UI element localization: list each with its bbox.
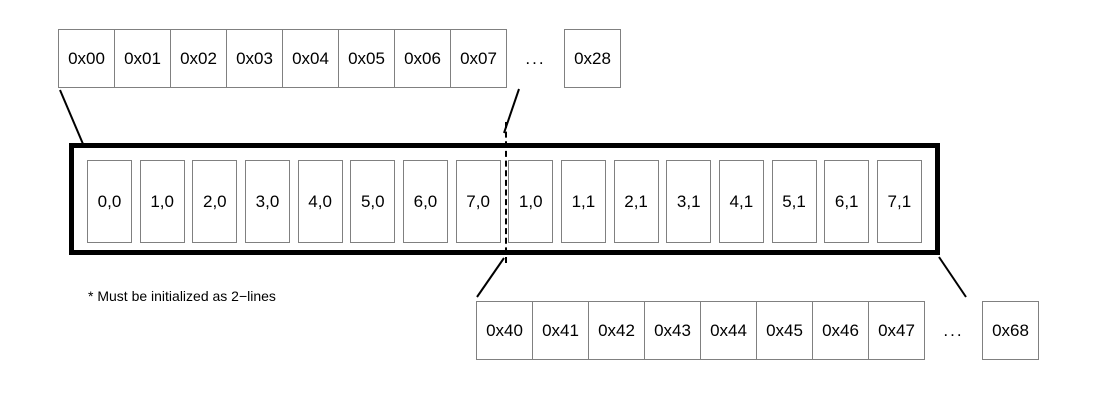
word-cell: 7,1 <box>876 160 922 243</box>
address-cell: 0x04 <box>282 29 339 88</box>
address-cell: 0x00 <box>58 29 115 88</box>
address-cell: 0x07 <box>450 29 507 88</box>
address-cell: 0x40 <box>476 301 533 360</box>
word-cell: 0,0 <box>87 160 132 243</box>
word-cell: 5,1 <box>771 160 817 243</box>
address-cell-tail: 0x68 <box>982 301 1039 360</box>
address-cell: 0x06 <box>394 29 451 88</box>
word-cell: 1,0 <box>508 160 554 243</box>
cache-line-word-container: 0,0 1,0 2,0 3,0 4,0 5,0 6,0 7,0 1,0 1,1 … <box>87 160 922 243</box>
bottom-address-row: 0x40 0x41 0x42 0x43 0x44 0x45 0x46 0x47 … <box>476 301 1039 360</box>
ellipsis-label: ... <box>525 48 546 68</box>
connector-bottom-left <box>476 257 505 298</box>
line-split-divider <box>505 122 507 263</box>
word-cell: 6,1 <box>824 160 870 243</box>
address-cell-tail: 0x28 <box>564 29 621 88</box>
word-cell: 7,0 <box>455 160 501 243</box>
word-cell: 1,0 <box>139 160 185 243</box>
address-cell: 0x45 <box>756 301 813 360</box>
word-cell: 3,1 <box>666 160 712 243</box>
word-cell: 4,1 <box>718 160 764 243</box>
word-cell: 2,1 <box>613 160 659 243</box>
word-cell: 3,0 <box>244 160 290 243</box>
ellipsis-label: ... <box>943 320 964 340</box>
address-cell: 0x01 <box>114 29 171 88</box>
initialization-note: * Must be initialized as 2−lines <box>88 288 276 304</box>
address-cell: 0x05 <box>338 29 395 88</box>
address-cell: 0x03 <box>226 29 283 88</box>
word-cell: 2,0 <box>192 160 238 243</box>
word-cell: 5,0 <box>350 160 396 243</box>
top-address-row: 0x00 0x01 0x02 0x03 0x04 0x05 0x06 0x07 … <box>58 29 621 88</box>
address-cell: 0x43 <box>644 301 701 360</box>
address-cell: 0x46 <box>812 301 869 360</box>
address-cell: 0x44 <box>700 301 757 360</box>
connector-bottom-right <box>938 256 967 298</box>
word-cell: 6,0 <box>402 160 448 243</box>
word-cell: 4,0 <box>297 160 343 243</box>
connector-top-left <box>59 89 84 145</box>
address-cell: 0x42 <box>588 301 645 360</box>
address-cell: 0x41 <box>532 301 589 360</box>
address-cell: 0x02 <box>170 29 227 88</box>
word-cell: 1,1 <box>560 160 606 243</box>
address-cell: 0x47 <box>868 301 925 360</box>
